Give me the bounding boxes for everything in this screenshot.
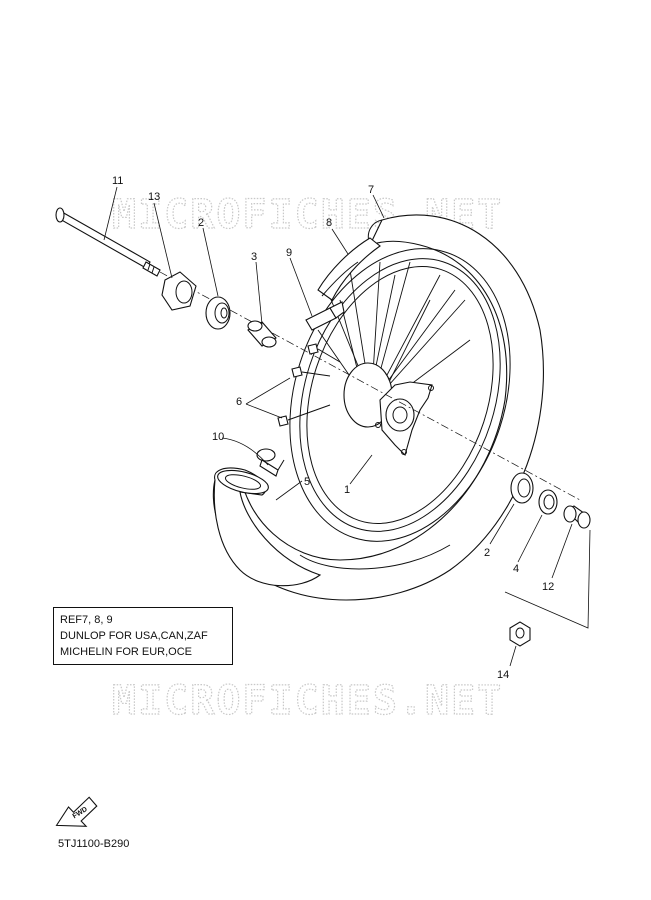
callout-2-left: 2 (198, 217, 204, 229)
callout-8: 8 (326, 217, 332, 229)
bearing-right (510, 472, 534, 504)
callout-6: 6 (236, 396, 242, 408)
callout-9: 9 (286, 247, 292, 259)
diagram-code: 5TJ1100-B290 (58, 838, 130, 850)
callout-7: 7 (368, 184, 374, 196)
callout-4: 4 (513, 563, 519, 575)
note-line-3: MICHELIN FOR EUR,OCE (60, 646, 193, 658)
callout-3: 3 (251, 251, 257, 263)
leader-lines (103, 186, 591, 667)
callout-13: 13 (148, 191, 160, 203)
note-line-2: DUNLOP FOR USA,CAN,ZAF (60, 630, 208, 642)
hub (343, 362, 434, 457)
callout-5: 5 (304, 476, 310, 488)
spacer (247, 320, 277, 348)
oil-seal (538, 489, 558, 515)
watermark-bottom: MICROFICHES.NET (112, 678, 503, 724)
note-box: REF7, 8, 9 DUNLOP FOR USA,CAN,ZAF MICHEL… (53, 607, 233, 665)
collar (161, 271, 197, 311)
callout-10: 10 (212, 431, 224, 443)
rim (289, 248, 511, 542)
callout-2-right: 2 (484, 547, 490, 559)
bearing-left (205, 296, 231, 330)
valve (305, 301, 345, 331)
callout-1: 1 (344, 484, 350, 496)
axle-nut (509, 621, 531, 647)
tube (213, 467, 322, 587)
fwd-arrow-icon: FWD (55, 796, 98, 827)
note-line-1: REF7, 8, 9 (60, 614, 113, 626)
rim-band (317, 237, 381, 301)
callout-11: 11 (112, 175, 123, 187)
valve-nut (256, 448, 285, 477)
callouts: 11 13 2 3 9 8 7 6 10 5 1 2 4 12 14 (112, 175, 554, 681)
collar-right (563, 505, 591, 529)
callout-14: 14 (497, 669, 509, 681)
callout-12: 12 (542, 581, 554, 593)
bolts (277, 343, 341, 427)
